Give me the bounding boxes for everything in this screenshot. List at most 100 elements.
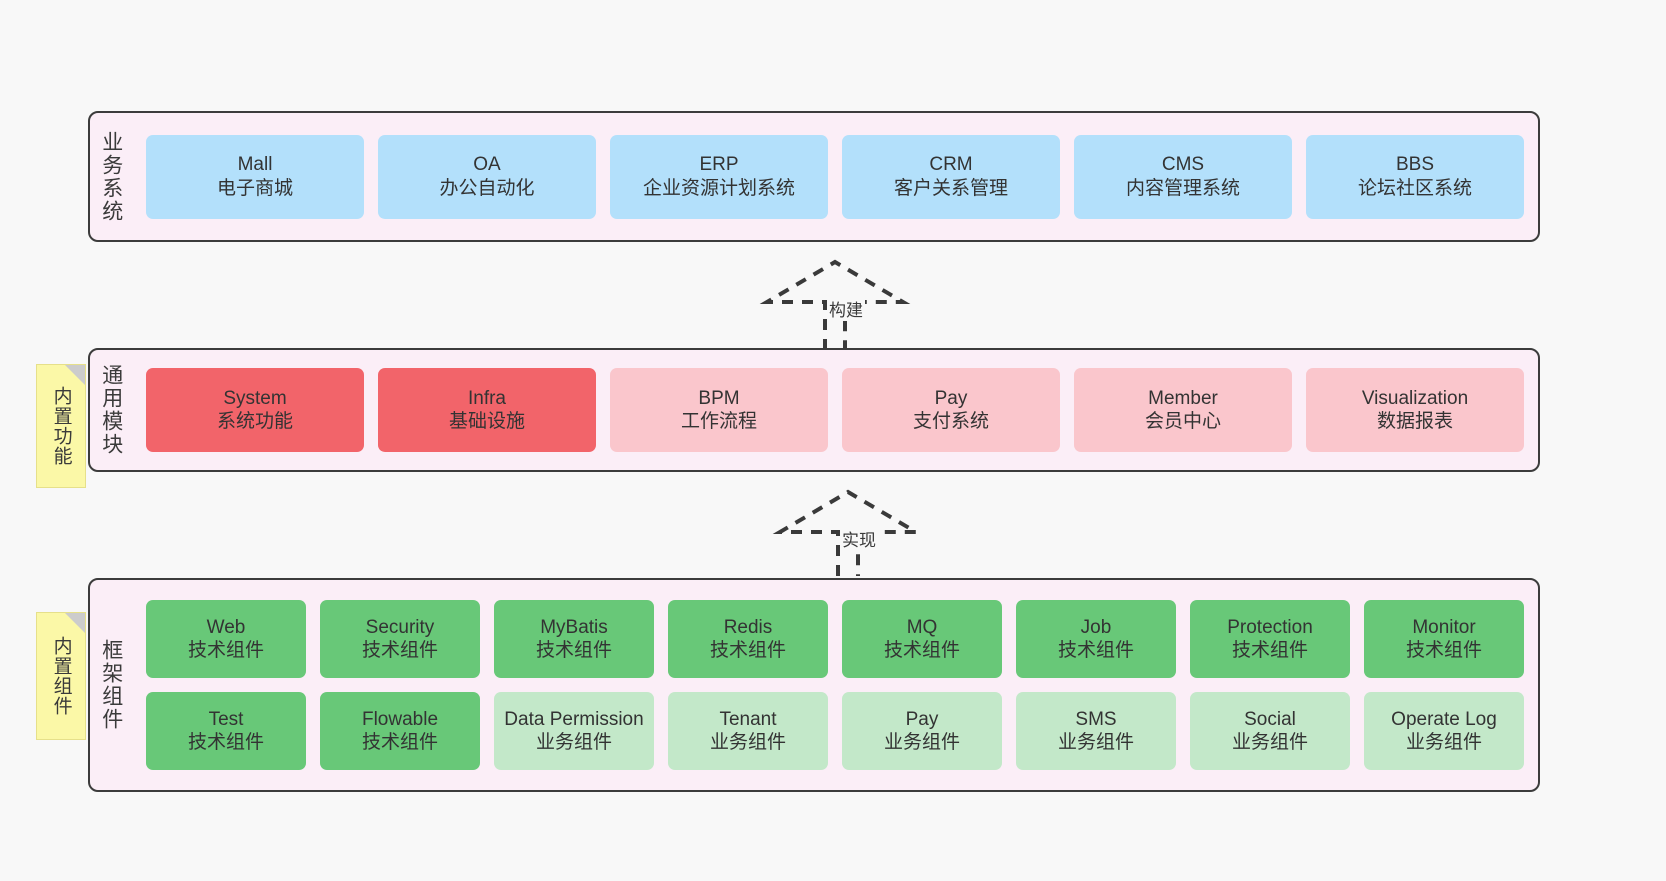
card-subtitle: 客户关系管理: [893, 177, 1008, 199]
module-card-oa[interactable]: OA 办公自动化: [378, 134, 596, 219]
module-card-pay-business[interactable]: Pay 业务组件: [842, 692, 1002, 770]
module-card-mq[interactable]: MQ 技术组件: [842, 600, 1002, 678]
card-subtitle: 业务组件: [709, 732, 786, 753]
module-card-bpm[interactable]: BPM 工作流程: [610, 368, 828, 452]
card-title: Monitor: [1412, 616, 1476, 638]
connector-implement: 实现: [768, 488, 928, 576]
folded-corner-icon: [65, 365, 85, 385]
card-subtitle: 技术组件: [1405, 640, 1482, 661]
layer-body-common-modules: System 系统功能 Infra 基础设施 BPM 工作流程 Pay 支付系统…: [132, 350, 1538, 470]
module-card-social[interactable]: Social 业务组件: [1190, 692, 1350, 770]
layer-label-common-modules: 通用模块: [99, 364, 123, 456]
module-card-mybatis[interactable]: MyBatis 技术组件: [494, 600, 654, 678]
card-subtitle: 业务组件: [535, 732, 612, 753]
layer-body-framework-components: Web 技术组件 Security 技术组件 MyBatis 技术组件 Redi…: [132, 580, 1538, 790]
module-card-web[interactable]: Web 技术组件: [146, 600, 306, 678]
card-subtitle: 工作流程: [680, 411, 757, 432]
module-card-monitor[interactable]: Monitor 技术组件: [1364, 600, 1524, 678]
card-subtitle: 论坛社区系统: [1357, 177, 1472, 199]
card-row: Test 技术组件 Flowable 技术组件 Data Permission …: [146, 692, 1524, 770]
folded-corner-icon: [65, 613, 85, 633]
card-subtitle: 电子商城: [216, 177, 293, 199]
module-card-job[interactable]: Job 技术组件: [1016, 600, 1176, 678]
card-title: Web: [206, 616, 246, 638]
module-card-member[interactable]: Member 会员中心: [1074, 368, 1292, 452]
card-title: SMS: [1075, 708, 1117, 730]
module-card-pay[interactable]: Pay 支付系统: [842, 368, 1060, 452]
card-title: Member: [1148, 387, 1218, 409]
layer-business-systems: 业务系统 Mall 电子商城 OA 办公自动化 ERP 企业资源计划系统 CRM…: [88, 111, 1540, 242]
module-card-data-permission[interactable]: Data Permission 业务组件: [494, 692, 654, 770]
connector-implement-label: 实现: [840, 526, 878, 551]
card-title: Security: [365, 616, 435, 638]
layer-body-business-systems: Mall 电子商城 OA 办公自动化 ERP 企业资源计划系统 CRM 客户关系…: [132, 113, 1538, 240]
card-subtitle: 内容管理系统: [1125, 177, 1240, 199]
card-subtitle: 系统功能: [216, 411, 293, 432]
layer-label-framework-components: 框架组件: [99, 639, 123, 731]
module-card-visualization[interactable]: Visualization 数据报表: [1306, 368, 1524, 452]
card-title: OA: [473, 154, 501, 176]
card-title: Visualization: [1361, 387, 1469, 409]
card-title: MQ: [906, 616, 938, 638]
card-subtitle: 技术组件: [1057, 640, 1134, 661]
card-subtitle: 技术组件: [883, 640, 960, 661]
card-title: Infra: [467, 387, 507, 409]
module-card-tenant[interactable]: Tenant 业务组件: [668, 692, 828, 770]
card-title: Protection: [1227, 616, 1313, 638]
card-subtitle: 企业资源计划系统: [642, 177, 795, 199]
layer-framework-components: 框架组件 Web 技术组件 Security 技术组件 MyBatis 技术组件…: [88, 578, 1540, 792]
card-title: Flowable: [361, 708, 439, 730]
card-subtitle: 技术组件: [361, 732, 438, 753]
card-subtitle: 技术组件: [187, 640, 264, 661]
card-subtitle: 技术组件: [361, 640, 438, 661]
sticky-note-builtin-features: 内置功能: [36, 364, 86, 488]
card-title: System: [223, 387, 287, 409]
module-card-test[interactable]: Test 技术组件: [146, 692, 306, 770]
card-title: Social: [1244, 708, 1296, 730]
card-subtitle: 支付系统: [912, 411, 989, 432]
module-card-flowable[interactable]: Flowable 技术组件: [320, 692, 480, 770]
card-subtitle: 会员中心: [1144, 411, 1221, 432]
card-title: Redis: [723, 616, 773, 638]
card-title: Test: [208, 708, 244, 730]
module-card-sms[interactable]: SMS 业务组件: [1016, 692, 1176, 770]
layer-label-business-systems: 业务系统: [99, 130, 123, 223]
connector-build-label: 构建: [827, 296, 865, 321]
card-subtitle: 技术组件: [709, 640, 786, 661]
module-card-protection[interactable]: Protection 技术组件: [1190, 600, 1350, 678]
card-title: Job: [1080, 616, 1112, 638]
card-row: Mall 电子商城 OA 办公自动化 ERP 企业资源计划系统 CRM 客户关系…: [146, 134, 1524, 219]
module-card-crm[interactable]: CRM 客户关系管理: [842, 134, 1060, 219]
layer-common-modules: 通用模块 System 系统功能 Infra 基础设施 BPM 工作流程 Pay…: [88, 348, 1540, 472]
card-title: Mall: [237, 154, 273, 176]
card-subtitle: 技术组件: [1231, 640, 1308, 661]
card-title: Data Permission: [504, 708, 644, 730]
card-subtitle: 数据报表: [1376, 411, 1453, 432]
card-title: Pay: [934, 387, 968, 409]
sticky-note-builtin-components: 内置组件: [36, 612, 86, 740]
card-row: Web 技术组件 Security 技术组件 MyBatis 技术组件 Redi…: [146, 600, 1524, 678]
module-card-security[interactable]: Security 技术组件: [320, 600, 480, 678]
card-subtitle: 业务组件: [1231, 732, 1308, 753]
card-subtitle: 业务组件: [1057, 732, 1134, 753]
sticky-note-label: 内置组件: [50, 636, 72, 716]
card-subtitle: 办公自动化: [439, 177, 535, 199]
module-card-system[interactable]: System 系统功能: [146, 368, 364, 452]
card-row: System 系统功能 Infra 基础设施 BPM 工作流程 Pay 支付系统…: [146, 368, 1524, 452]
module-card-operate-log[interactable]: Operate Log 业务组件: [1364, 692, 1524, 770]
dashed-hollow-arrow-up-icon: [772, 489, 924, 576]
card-subtitle: 业务组件: [883, 732, 960, 753]
card-subtitle: 业务组件: [1405, 732, 1482, 753]
card-title: Operate Log: [1391, 708, 1497, 730]
module-card-mall[interactable]: Mall 电子商城: [146, 134, 364, 219]
module-card-redis[interactable]: Redis 技术组件: [668, 600, 828, 678]
card-title: BPM: [698, 387, 740, 409]
module-card-erp[interactable]: ERP 企业资源计划系统: [610, 134, 828, 219]
module-card-infra[interactable]: Infra 基础设施: [378, 368, 596, 452]
card-subtitle: 基础设施: [448, 411, 525, 432]
module-card-bbs[interactable]: BBS 论坛社区系统: [1306, 134, 1524, 219]
card-title: Tenant: [719, 708, 777, 730]
module-card-cms[interactable]: CMS 内容管理系统: [1074, 134, 1292, 219]
card-subtitle: 技术组件: [535, 640, 612, 661]
